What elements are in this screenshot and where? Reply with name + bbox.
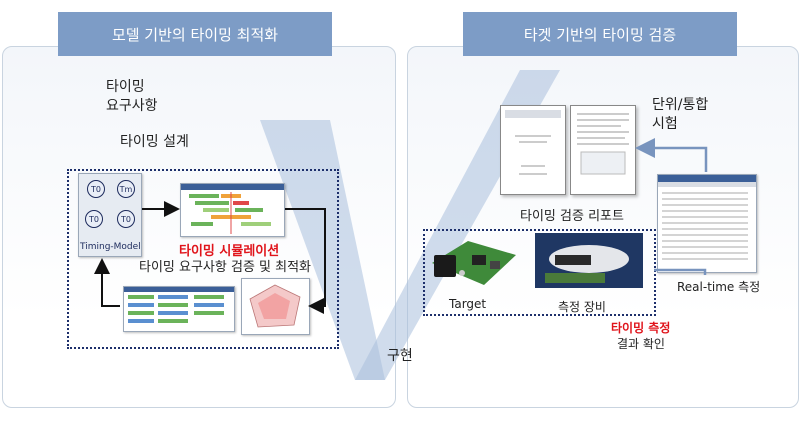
document-icon	[505, 110, 561, 175]
left-banner-text: 모델 기반의 타이밍 최적화	[111, 25, 279, 44]
radar-chart-screenshot	[241, 278, 310, 335]
gantt-chart-icon	[181, 184, 284, 234]
radar-chart-icon	[249, 284, 301, 328]
timing-model-label: Timing-Model	[80, 242, 141, 252]
right-banner-text: 타겟 기반의 타이밍 검증	[523, 25, 677, 44]
timing-model-image: T0 Tm T0 T0 Timing-Model	[78, 173, 142, 257]
circuit-board-icon	[432, 241, 516, 285]
unit-integration-test-label: 단위/통합 시험	[652, 97, 709, 132]
right-banner: 타겟 기반의 타이밍 검증	[463, 12, 737, 56]
implementation-label: 구현	[387, 348, 413, 364]
equipment-icon	[535, 233, 643, 288]
report-document-2	[570, 105, 636, 195]
task-node-icon: T0	[85, 210, 103, 228]
result-check-label: 결과 확인	[617, 337, 665, 351]
arrow-loop-back	[94, 258, 120, 307]
log-table-icon	[658, 175, 756, 260]
measurement-data-screenshot	[657, 174, 757, 273]
realtime-measurement-label: Real-time 측정	[677, 280, 761, 294]
left-banner: 모델 기반의 타이밍 최적화	[58, 12, 332, 56]
right-dotted-box	[423, 229, 656, 316]
simulation-screenshot	[180, 183, 285, 237]
measurement-equipment-label: 측정 장비	[558, 300, 606, 314]
measurement-equipment-image	[535, 233, 643, 288]
target-label: Target	[449, 297, 487, 311]
report-document-1	[500, 105, 566, 195]
timing-design-label: 타이밍 설계	[120, 134, 189, 150]
arrow-simulation-to-radar	[285, 208, 326, 314]
timing-requirements-label: 타이밍 요구사항	[106, 79, 158, 114]
arrow-device-to-measurement	[654, 268, 707, 275]
arrow-measurement-to-report	[635, 138, 708, 172]
timing-simulation-label: 타이밍 시뮬레이션	[179, 244, 280, 259]
task-node-icon: T0	[117, 210, 135, 228]
timing-measurement-label: 타이밍 측정	[611, 321, 671, 335]
table-view-icon	[124, 287, 234, 323]
left-dotted-box	[67, 169, 339, 349]
task-allocation-screenshot	[123, 286, 235, 332]
target-board-image	[428, 233, 520, 293]
verification-label: 타이밍 요구사항 검증 및 최적화	[139, 260, 312, 275]
task-node-icon: T0	[87, 180, 105, 198]
document-icon	[577, 113, 629, 175]
timing-report-label: 타이밍 검증 리포트	[520, 209, 624, 224]
task-node-icon: Tm	[117, 180, 135, 198]
